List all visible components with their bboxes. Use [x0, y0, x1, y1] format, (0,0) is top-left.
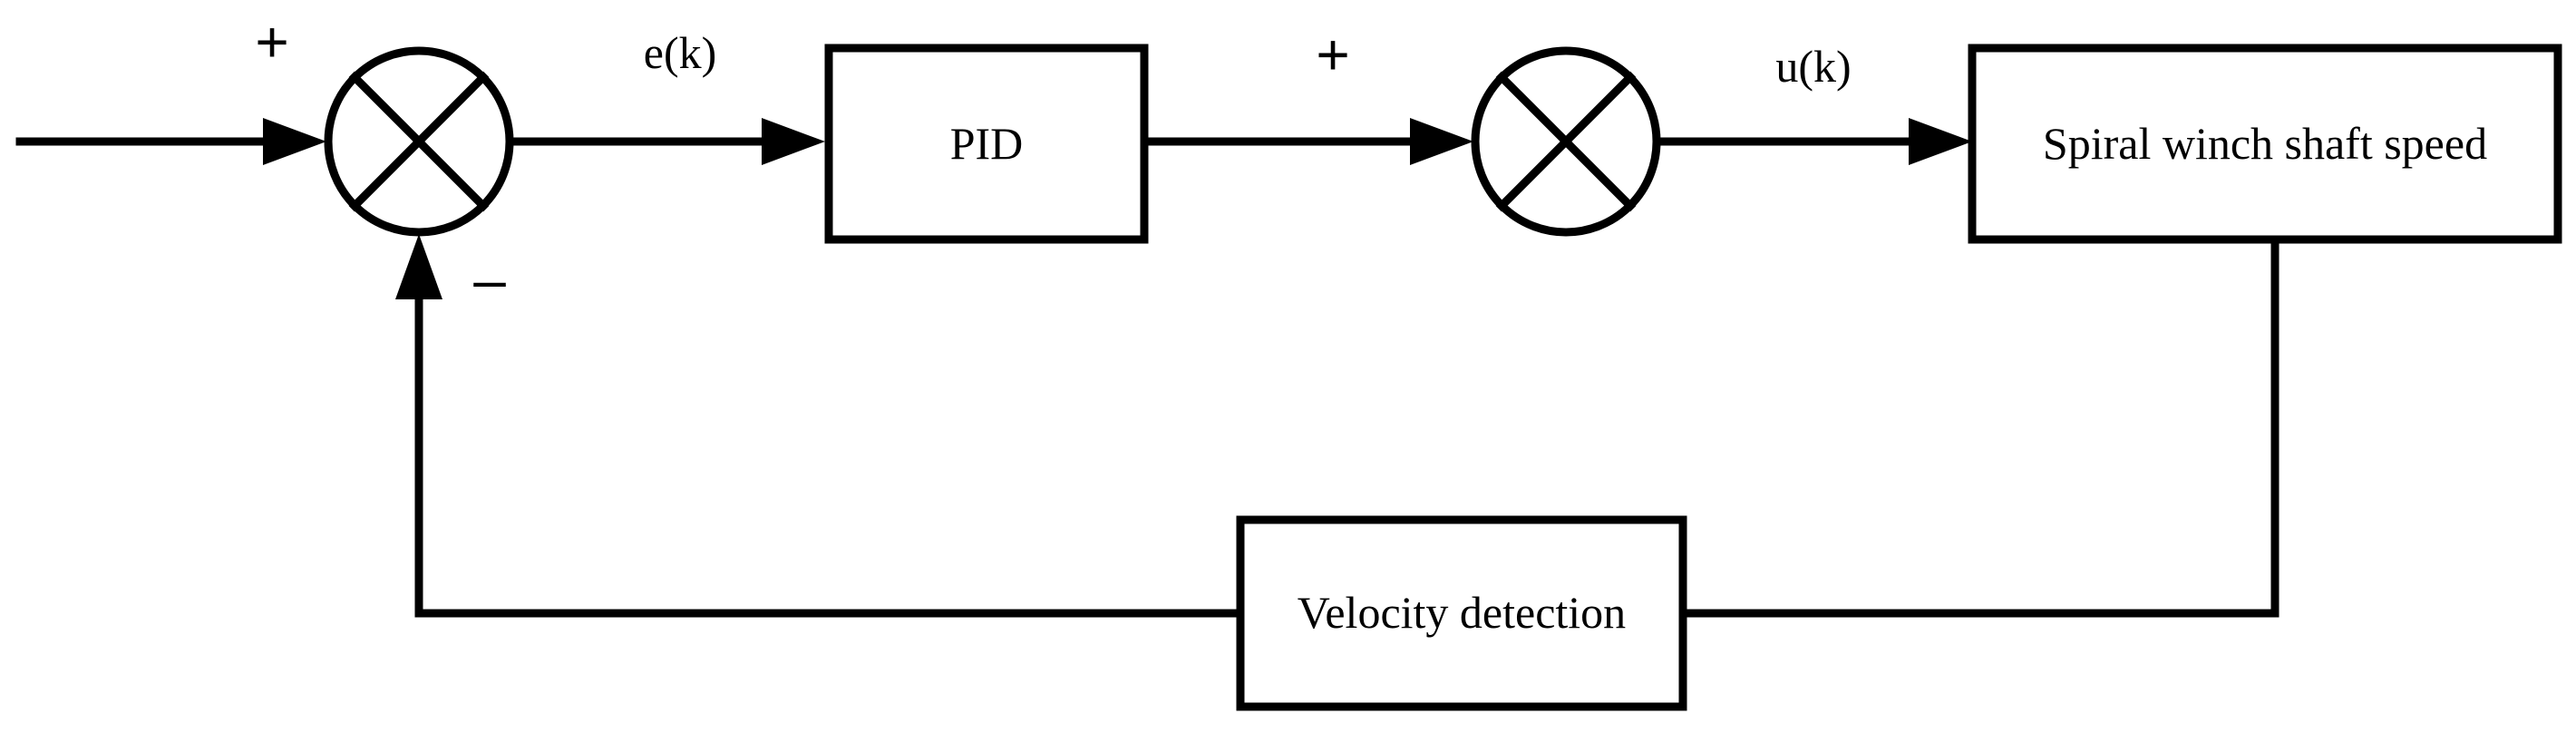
sum2-plus-sign: + — [1316, 22, 1349, 87]
sum1-minus-sign: – — [473, 247, 506, 312]
summing-junction-1 — [324, 46, 514, 237]
velocity-detection-label: Velocity detection — [1298, 587, 1626, 638]
feedback-return-line — [414, 290, 1241, 618]
plant-block-label: Spiral winch shaft speed — [2043, 118, 2487, 169]
input-arrow — [263, 118, 326, 165]
control-arrow — [1909, 118, 1972, 165]
plant-block — [1968, 44, 2562, 244]
pid-block-label: PID — [950, 118, 1024, 169]
pid-output-arrow — [1410, 118, 1473, 165]
feedback-arrow — [395, 234, 442, 299]
control-signal-label: u(k) — [1775, 41, 1851, 92]
plant-output-feedback-line — [1678, 239, 2280, 618]
velocity-detection-block — [1236, 515, 1687, 711]
pid-block — [824, 44, 1149, 244]
error-signal-label: e(k) — [644, 27, 717, 78]
sum1-plus-sign: + — [255, 9, 288, 74]
summing-junction-2 — [1471, 46, 1661, 237]
error-arrow — [762, 118, 825, 165]
